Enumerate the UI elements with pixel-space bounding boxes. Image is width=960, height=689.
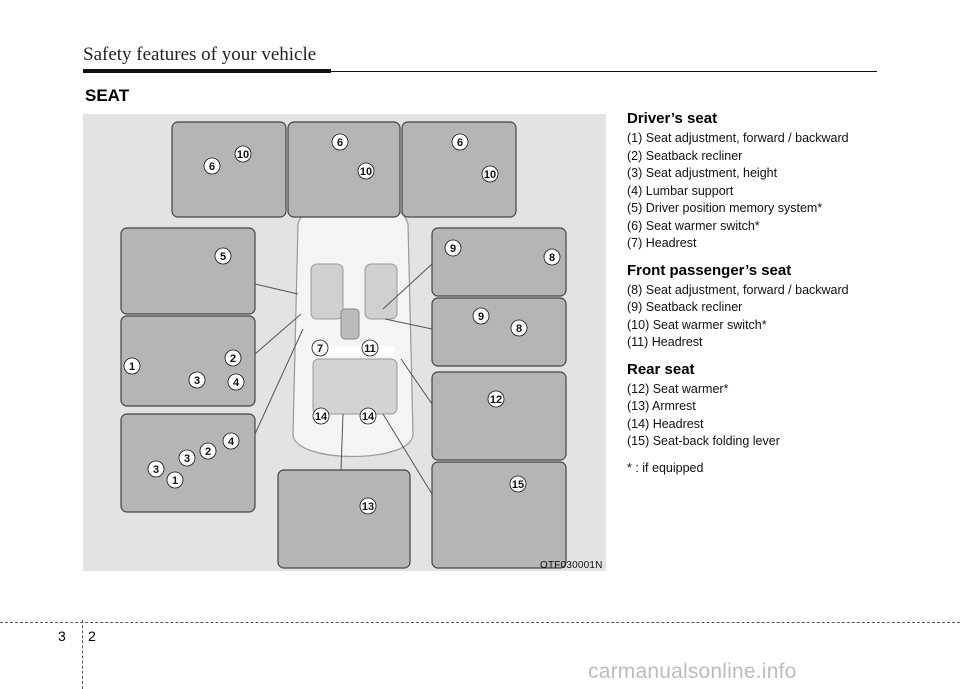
callout-8b [510, 319, 528, 337]
callout-4b [222, 432, 240, 450]
drivers-seat-item: (2) Seatback recliner [627, 148, 743, 163]
rear-seat-item: (15) Seat-back folding lever [627, 434, 780, 448]
drivers-seat-item: (6) Seat warmer switch* [627, 218, 760, 233]
header-title: Safety features of your vehicle [83, 44, 317, 65]
seat-legend: Driver’s seat (1) Seat adjustment, forwa… [627, 110, 897, 477]
watermark: carmanualsonline.info [588, 660, 797, 683]
callout-text-10c: 10 [484, 169, 496, 181]
header-rule [83, 69, 331, 73]
callout-text-4b: 4 [228, 436, 235, 448]
callout-text-15: 15 [512, 479, 524, 491]
footnote: * : if equipped [627, 460, 704, 475]
callout-text-6a: 6 [209, 161, 215, 173]
callout-8a [543, 248, 561, 266]
callout-text-8a: 8 [549, 252, 555, 264]
callout-11 [361, 339, 379, 357]
callout-text-12: 12 [490, 394, 502, 406]
figure-code: OTF030001N [540, 560, 603, 571]
callout-text-11: 11 [364, 343, 376, 355]
callout-text-14a: 14 [315, 411, 328, 423]
callout-3b [178, 449, 196, 467]
leader-lines [254, 263, 433, 495]
callout-10b [357, 162, 375, 180]
callout-text-6b: 6 [337, 137, 343, 149]
callout-text-1b: 1 [172, 475, 178, 487]
callout-text-9a: 9 [450, 243, 456, 255]
front-passenger-seat-item: (10) Seat warmer switch* [627, 317, 767, 332]
drivers-seat-item: (5) Driver position memory system* [627, 201, 823, 215]
callout-15 [509, 475, 527, 493]
callout-text-2a: 2 [230, 353, 236, 365]
callout-6c [451, 133, 469, 151]
front-passenger-seat-heading: Front passenger’s seat [627, 261, 792, 279]
callout-1a [123, 357, 141, 375]
drivers-seat-item: (4) Lumbar support [627, 183, 734, 198]
page-chapter-number: 3 [58, 628, 66, 644]
callout-text-8b: 8 [516, 323, 522, 335]
seat-diagram-figure: 6 10 6 10 6 10 5 1 2 3 4 2 4 3 3 1 7 11 … [83, 114, 606, 571]
rear-seat-item: (14) Headrest [627, 416, 704, 431]
callout-6a [203, 157, 221, 175]
rear-seat-item: (13) Armrest [627, 399, 696, 413]
footer-divider [82, 620, 83, 689]
rear-seat-heading: Rear seat [627, 360, 695, 378]
callout-text-4a: 4 [233, 377, 240, 389]
callout-text-1a: 1 [129, 361, 135, 373]
callout-2a [224, 349, 242, 367]
front-passenger-seat-item: (9) Seatback recliner [627, 300, 743, 314]
callout-text-10a: 10 [237, 149, 249, 161]
drivers-seat-group: Driver’s seat (1) Seat adjustment, forwa… [627, 110, 897, 253]
drivers-seat-item: (3) Seat adjustment, height [627, 166, 778, 180]
drivers-seat-item: (7) Headrest [627, 236, 697, 250]
callout-13 [359, 497, 377, 515]
callout-1b [166, 471, 184, 489]
callout-text-13: 13 [362, 501, 374, 513]
rear-seat-group: Rear seat (12) Seat warmer* (13) Armrest… [627, 361, 897, 451]
callout-text: 6 10 6 10 6 10 5 1 2 3 4 2 4 3 3 1 7 11 … [129, 137, 555, 513]
rear-seat-item: (12) Seat warmer* [627, 381, 729, 396]
section-title: SEAT [85, 86, 130, 105]
callout-4a [227, 373, 245, 391]
callout-labels [123, 133, 561, 515]
callout-text-2b: 2 [205, 446, 211, 458]
callout-text-10b: 10 [360, 166, 372, 178]
callout-14a [312, 407, 330, 425]
callout-12 [487, 390, 505, 408]
front-passenger-seat-group: Front passenger’s seat (8) Seat adjustme… [627, 262, 897, 352]
front-passenger-seat-item: (11) Headrest [627, 335, 703, 349]
callout-text-5: 5 [220, 251, 226, 263]
front-passenger-seat-item: (8) Seat adjustment, forward / backward [627, 282, 849, 297]
callout-text-9b: 9 [478, 311, 484, 323]
callout-text-7: 7 [317, 343, 323, 355]
callout-3a [188, 371, 206, 389]
callout-6b [331, 133, 349, 151]
inset-panels [120, 121, 567, 569]
drivers-seat-heading: Driver’s seat [627, 110, 718, 127]
footer-rule [0, 622, 960, 623]
callout-3c [147, 460, 165, 478]
seat-diagram-illustration: 6 10 6 10 6 10 5 1 2 3 4 2 4 3 3 1 7 11 … [120, 121, 567, 569]
callout-9a [444, 239, 462, 257]
callout-text-3b: 3 [184, 453, 190, 465]
drivers-seat-item: (1) Seat adjustment, forward / backward [627, 131, 849, 145]
callout-text-3c: 3 [153, 464, 159, 476]
callout-10c [481, 165, 499, 183]
callout-10a [234, 145, 252, 163]
page-number: 2 [88, 628, 96, 644]
callout-5 [214, 247, 232, 265]
callout-2b [199, 442, 217, 460]
car-top-view [292, 197, 414, 458]
callout-text-14b: 14 [362, 411, 375, 423]
callout-text-3a: 3 [194, 375, 200, 387]
callout-7 [311, 339, 329, 357]
header-rule-thin [331, 71, 877, 72]
callout-14b [359, 407, 377, 425]
callout-text-6c: 6 [457, 137, 463, 149]
callout-9b [472, 307, 490, 325]
